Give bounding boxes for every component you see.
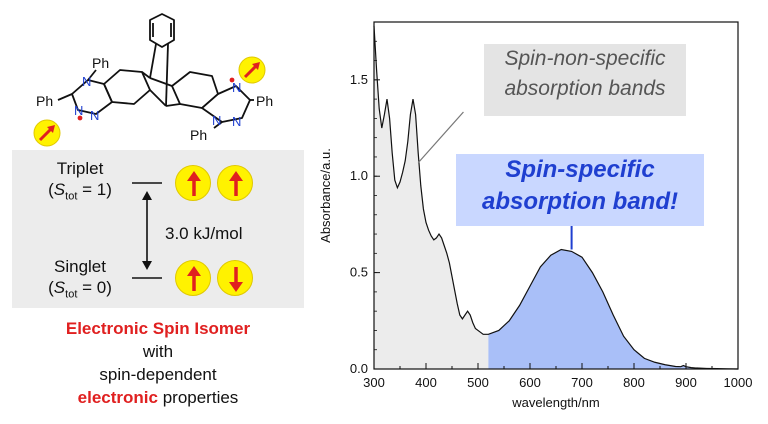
x-tick-label-400: 400: [415, 375, 437, 390]
n-atom-6: N: [232, 114, 241, 129]
nonspecific-line-1: Spin-non-specific: [504, 47, 666, 70]
triplet-spin-value: (Stot = 1): [48, 180, 112, 203]
radical-dot-left: [77, 115, 83, 121]
x-tick-label-500: 500: [467, 375, 489, 390]
y-tick-label-1: 0.5: [350, 265, 368, 280]
x-tick-label-700: 700: [571, 375, 593, 390]
nonspecific-pointer-line: [417, 111, 464, 164]
energy-level-panel: [12, 150, 304, 308]
n-atom-5: N: [212, 113, 221, 128]
blue-shaded-region: [488, 249, 738, 369]
up-arrow-icon: [187, 171, 201, 196]
specific-line-1: Spin-specific: [505, 156, 655, 183]
caption-title: Electronic Spin Isomer: [65, 319, 251, 338]
nonspecific-line-2: absorption bands: [504, 77, 666, 100]
x-tick-label-800: 800: [623, 375, 645, 390]
n-atom-3: N: [90, 108, 99, 123]
spin-ball-triplet-1: [175, 165, 211, 201]
absorption-spectrum-line: [373, 25, 739, 370]
caption-electronic: electronic: [77, 388, 158, 407]
down-arrow-icon: [229, 267, 243, 292]
n-atom-4: N: [232, 80, 241, 95]
phenyl-right: Ph: [256, 93, 273, 109]
caption-properties: electronic properties: [0, 387, 316, 409]
x-tick-label-1000: 1000: [724, 375, 753, 390]
n-atom-1: N: [82, 74, 91, 89]
singlet-label: Singlet (Stot = 0): [30, 256, 130, 305]
up-arrow-icon: [187, 266, 201, 291]
caption-with: with: [142, 342, 174, 361]
right-triazine-ring: [201, 85, 251, 123]
phenyl-top-left: Ph: [92, 55, 109, 71]
spin-ball-triplet-2: [217, 165, 253, 201]
up-arrow-icon: [229, 171, 243, 196]
grey-shaded-region: [374, 25, 489, 369]
y-tick-label-3: 1.5: [350, 72, 368, 87]
molecule-structure: N N N N N N Ph Ph Ph Ph: [33, 13, 273, 147]
n-atom-2: N: [74, 103, 83, 118]
energy-gap-label: 3.0 kJ/mol: [165, 224, 243, 243]
spin-specific-callout: Spin-specific absorption band!: [456, 154, 704, 226]
caption-properties-text: properties: [157, 388, 239, 407]
x-tick-label-300: 300: [363, 375, 385, 390]
y-tick-label-2: 1.0: [350, 168, 368, 183]
caption-spin-dependent: spin-dependent: [99, 365, 217, 384]
x-tick-label-600: 600: [519, 375, 541, 390]
specific-line-2: absorption band!: [482, 188, 678, 215]
triplet-label: Triplet (Stot = 1): [30, 158, 130, 207]
x-tick-label-900: 900: [675, 375, 697, 390]
singlet-spin-value: (Stot = 0): [48, 278, 112, 301]
phenyl-left: Ph: [36, 93, 53, 109]
spin-ball-singlet-1: [175, 260, 211, 296]
absorption-spectrum-chart: 300 400 500 600 700 800 900 1000 0.0 0.5 1.0 1.5 wav…: [318, 21, 753, 410]
radical-dot-right: [229, 77, 235, 83]
y-axis-label: Absorbance/a.u.: [318, 148, 333, 243]
y-tick-label-0: 0.0: [350, 361, 368, 376]
spin-non-specific-callout: Spin-non-specific absorption bands: [484, 44, 686, 116]
singlet-name: Singlet: [54, 257, 106, 276]
x-axis-label: wavelength/nm: [511, 395, 599, 410]
energy-diagram-lines: [132, 182, 162, 279]
top-benzo-ring: [149, 13, 175, 48]
triplet-name: Triplet: [56, 159, 104, 178]
spin-ball-singlet-2: [217, 260, 253, 296]
phenyl-bottom-right: Ph: [190, 127, 207, 143]
